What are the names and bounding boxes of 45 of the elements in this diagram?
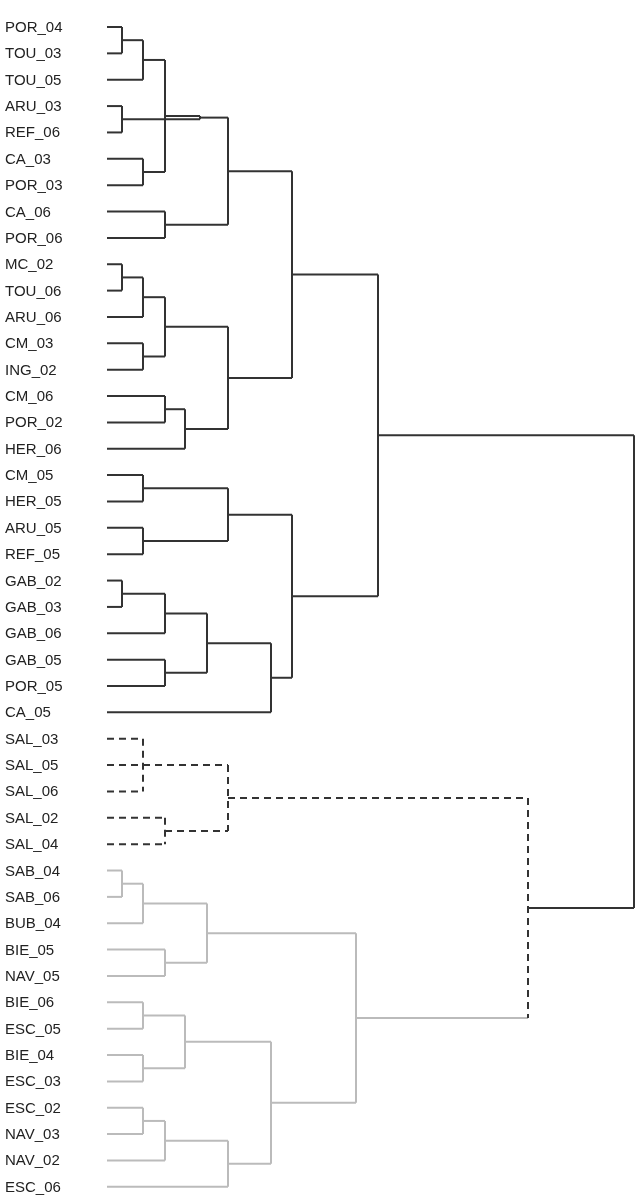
leaf-label: CM_05: [5, 466, 54, 485]
leaf-label: NAV_05: [5, 966, 60, 985]
leaf-label: SAL_02: [5, 808, 59, 827]
leaf-label: SAL_06: [5, 782, 59, 801]
leaf-label: POR_03: [5, 176, 63, 195]
leaf-label: MC_02: [5, 255, 54, 274]
leaf-label: ARU_03: [5, 97, 62, 116]
leaf-label: CA_05: [5, 703, 51, 722]
leaf-label: ARU_06: [5, 307, 62, 326]
leaf-label: POR_02: [5, 413, 63, 432]
leaf-label: GAB_03: [5, 597, 62, 616]
leaf-label: GAB_02: [5, 571, 62, 590]
leaf-label: HER_06: [5, 439, 62, 458]
leaf-label: CM_06: [5, 387, 54, 406]
leaf-label: GAB_06: [5, 624, 62, 643]
leaf-label: CA_03: [5, 149, 51, 168]
leaf-label: TOU_05: [5, 70, 62, 89]
leaf-label: SAL_03: [5, 729, 59, 748]
leaf-label: POR_04: [5, 18, 63, 36]
leaf-label: SAL_05: [5, 756, 59, 775]
leaf-label: BUB_04: [5, 914, 61, 933]
leaf-label: ESC_06: [5, 1177, 61, 1195]
leaf-label: SAB_04: [5, 861, 61, 880]
leaf-label: BIE_06: [5, 993, 55, 1012]
leaf-label: BIE_04: [5, 1046, 55, 1065]
leaf-label: CM_03: [5, 334, 54, 353]
leaf-label: NAV_02: [5, 1151, 60, 1170]
leaf-label: TOU_03: [5, 44, 62, 63]
leaf-label: NAV_03: [5, 1125, 60, 1144]
leaf-label: HER_05: [5, 492, 62, 511]
leaf-label: SAB_06: [5, 887, 61, 906]
leaf-label: TOU_06: [5, 281, 62, 300]
leaf-label: ARU_05: [5, 518, 62, 537]
leaf-label: GAB_05: [5, 650, 62, 669]
leaf-label: CA_06: [5, 202, 51, 221]
leaf-label: SAL_04: [5, 835, 59, 854]
leaf-label: ING_02: [5, 360, 57, 379]
leaf-label: POR_05: [5, 677, 63, 695]
leaf-label: ESC_03: [5, 1072, 61, 1091]
leaf-label: ESC_05: [5, 1019, 61, 1038]
leaf-label: ESC_02: [5, 1098, 61, 1117]
leaf-label: REF_06: [5, 123, 61, 142]
leaf-label: REF_05: [5, 545, 61, 564]
leaf-label: BIE_05: [5, 940, 55, 959]
leaf-label: POR_06: [5, 228, 63, 247]
